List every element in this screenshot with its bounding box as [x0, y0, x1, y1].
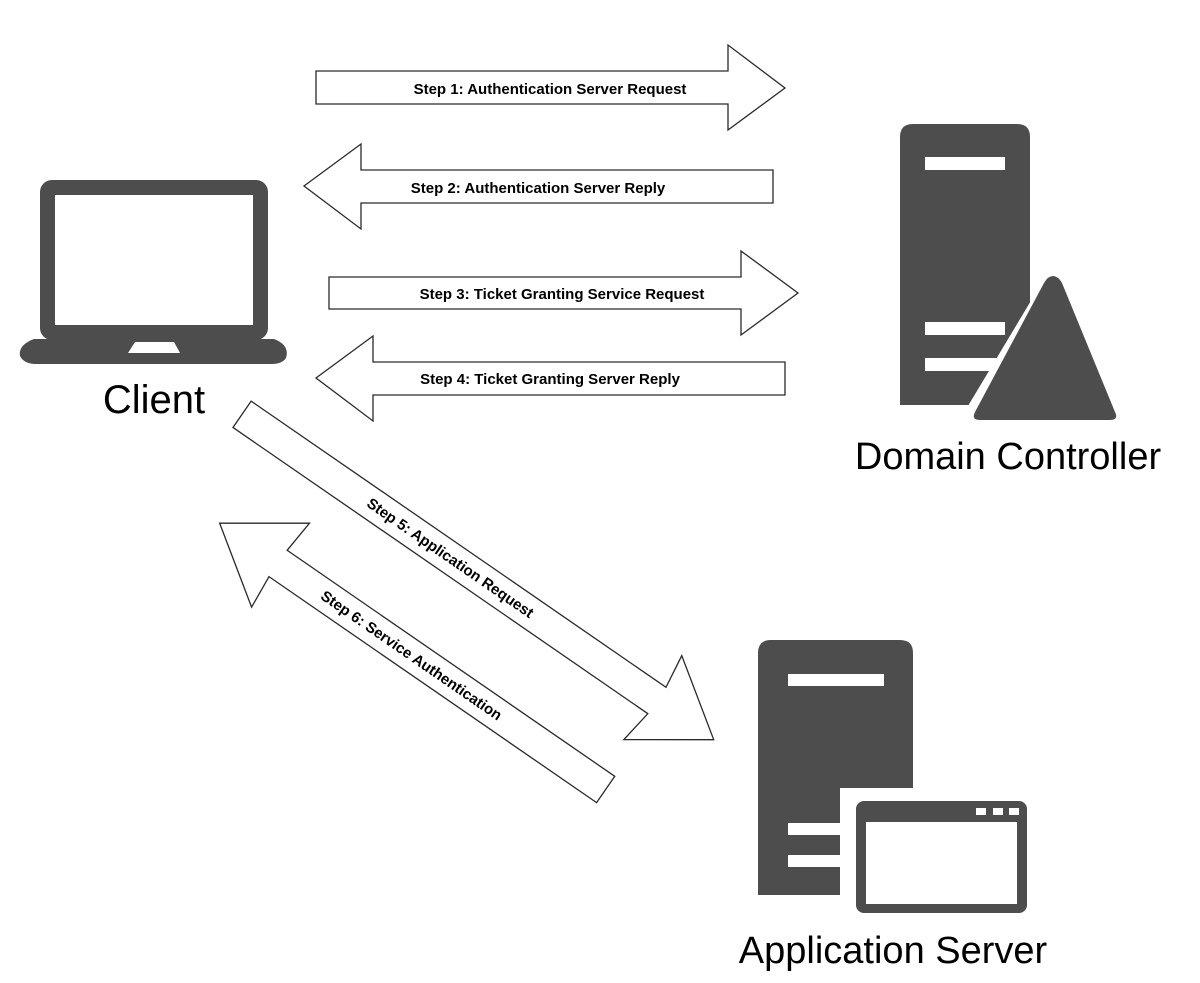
laptop-icon	[19, 180, 287, 364]
domain-controller-label: Domain Controller	[855, 436, 1162, 478]
client-label: Client	[103, 378, 205, 422]
step-1-arrow: Step 1: Authentication Server Request	[315, 43, 787, 132]
step-4-label: Step 4: Ticket Granting Server Reply	[420, 371, 680, 388]
domain-controller-server-icon	[900, 124, 1030, 405]
application-window-icon	[840, 788, 1038, 924]
step-3-label: Step 3: Ticket Granting Service Request	[420, 286, 705, 303]
step-4-arrow: Step 4: Ticket Granting Server Reply	[314, 334, 786, 423]
step-5-label: Step 5: Application Request	[363, 495, 536, 622]
step-2-label: Step 2: Authentication Server Reply	[411, 180, 666, 197]
application-server-label: Application Server	[739, 930, 1048, 972]
step-6-label: Step 6: Service Authentication	[317, 587, 505, 724]
step-2-arrow: Step 2: Authentication Server Reply	[302, 142, 774, 231]
step-1-label: Step 1: Authentication Server Request	[414, 81, 687, 98]
step-3-arrow: Step 3: Ticket Granting Service Request	[328, 249, 800, 337]
domain-controller-triangle-icon	[956, 264, 1134, 426]
